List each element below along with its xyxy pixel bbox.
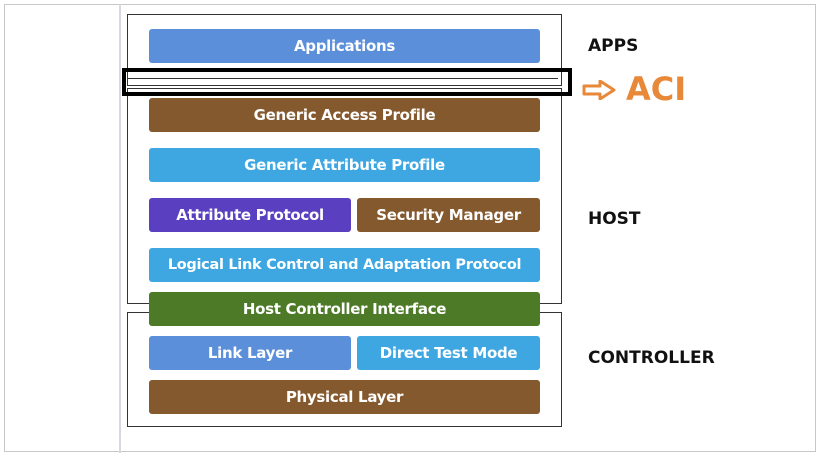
block-link-layer: Link Layer [149,336,351,370]
label-aci: ACI [626,70,687,108]
outer-frame [4,4,816,452]
block-l2cap: Logical Link Control and Adaptation Prot… [149,248,540,282]
label-controller: CONTROLLER [588,348,715,368]
block-applications: Applications [149,29,540,63]
block-att: Attribute Protocol [149,198,351,232]
label-apps: APPS [588,36,639,56]
block-gatt: Generic Attribute Profile [149,148,540,182]
aci-highlight [122,68,572,96]
aci-gap-line-top [128,73,558,79]
divider [119,4,121,453]
block-phy: Physical Layer [149,380,540,414]
right-arrow-icon [582,80,616,100]
block-dtm: Direct Test Mode [357,336,540,370]
aci-gap-line-bottom [128,85,558,89]
block-hci: Host Controller Interface [149,292,540,326]
label-host: HOST [588,209,641,229]
block-sm: Security Manager [357,198,540,232]
block-gap: Generic Access Profile [149,98,540,132]
